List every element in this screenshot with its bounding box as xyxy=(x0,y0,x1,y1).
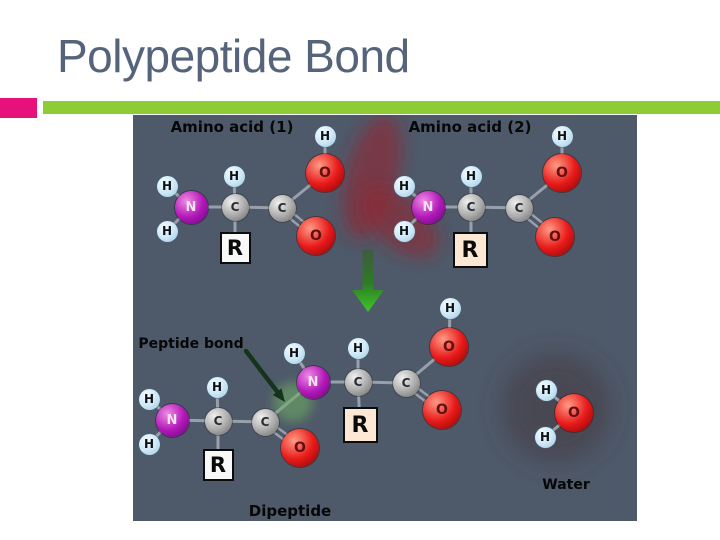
atom-h: H xyxy=(551,125,573,147)
slide-title: Polypeptide Bond xyxy=(57,30,410,82)
atom-c: C xyxy=(392,369,420,397)
label-peptide-bond: Peptide bond xyxy=(138,336,244,352)
r-group-box: R xyxy=(452,232,488,268)
atom-h: H xyxy=(138,433,160,455)
atom-o: O xyxy=(297,217,335,255)
atom-o: O xyxy=(536,218,574,256)
r-group-box: R xyxy=(202,449,234,481)
peptide-bond-arrow xyxy=(243,348,282,397)
atom-h: H xyxy=(223,165,245,187)
atom-h: H xyxy=(314,125,336,147)
atom-h: H xyxy=(535,379,557,401)
atom-o: O xyxy=(281,429,319,467)
atom-h: H xyxy=(347,337,369,359)
reaction-arrow xyxy=(362,250,374,292)
atom-o: O xyxy=(430,328,468,366)
label-amino-acid-1: Amino acid (1) xyxy=(170,118,294,136)
peptide-bond-arrow-head xyxy=(272,388,285,402)
atom-h: H xyxy=(439,297,461,319)
atom-o: O xyxy=(423,391,461,429)
atom-c: C xyxy=(251,408,279,436)
reaction-arrow-head xyxy=(352,290,384,312)
atom-h: H xyxy=(283,342,305,364)
atom-c: C xyxy=(221,193,249,221)
atom-c: C xyxy=(505,194,533,222)
atom-c: C xyxy=(457,193,485,221)
atom-n: N xyxy=(296,365,330,399)
atom-h: H xyxy=(156,175,178,197)
atom-c: C xyxy=(268,194,296,222)
label-amino-acid-2: Amino acid (2) xyxy=(408,118,532,136)
atom-h: H xyxy=(393,175,415,197)
atom-n: N xyxy=(155,403,189,437)
atom-h: H xyxy=(138,388,160,410)
label-dipeptide: Dipeptide xyxy=(248,502,332,520)
atom-h: H xyxy=(206,376,228,398)
atom-h: H xyxy=(156,220,178,242)
atom-c: C xyxy=(344,368,372,396)
atom-n: N xyxy=(411,190,445,224)
pink-accent-bar xyxy=(0,98,37,118)
atom-o: O xyxy=(555,394,593,432)
atom-h: H xyxy=(534,426,556,448)
atom-c: C xyxy=(204,407,232,435)
r-group-box: R xyxy=(342,407,378,443)
label-water: Water xyxy=(542,477,590,493)
atom-h: H xyxy=(460,165,482,187)
atom-o: O xyxy=(543,154,581,192)
r-group-box: R xyxy=(219,232,251,264)
atom-h: H xyxy=(393,220,415,242)
atom-n: N xyxy=(174,190,208,224)
green-accent-bar xyxy=(43,101,720,114)
atom-o: O xyxy=(306,154,344,192)
